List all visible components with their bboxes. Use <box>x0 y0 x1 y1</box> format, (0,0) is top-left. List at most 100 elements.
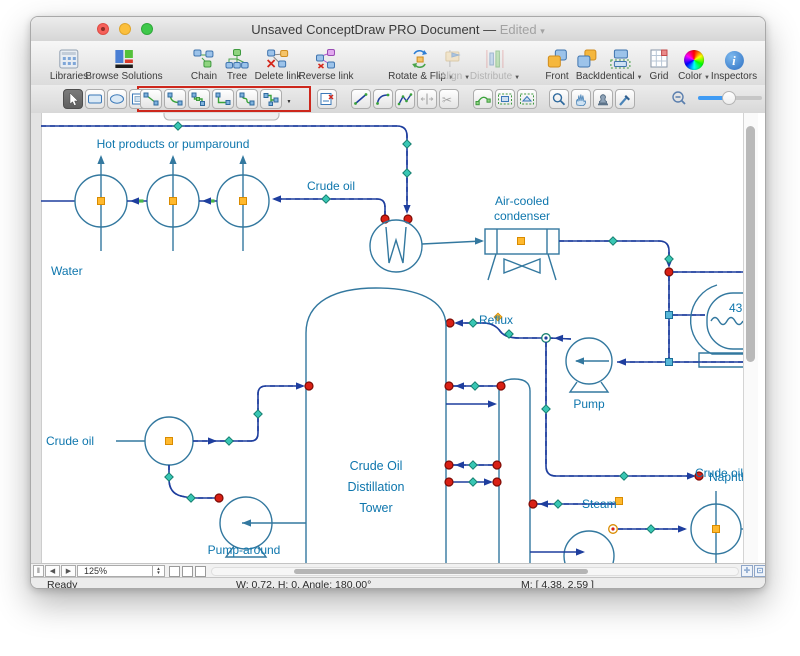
connector-tower-stripper-3[interactable] <box>444 460 502 470</box>
arc-tool[interactable] <box>373 89 393 109</box>
rectangle-tool[interactable] <box>85 89 105 109</box>
connector-naphtha[interactable] <box>541 341 704 481</box>
label-crude-oil-left[interactable]: Crude oil <box>46 434 94 448</box>
chain-button[interactable]: Chain <box>191 44 217 82</box>
shape-pump-right[interactable] <box>565 337 613 393</box>
prev-page-button[interactable]: ◀ <box>45 565 60 577</box>
connector-direct-tool[interactable] <box>140 89 162 109</box>
shape-distillation-tower[interactable] <box>305 287 447 563</box>
shape-air-cooled-condenser[interactable] <box>484 228 560 281</box>
lasso-reshape-tool[interactable] <box>517 89 537 109</box>
zoom-stepper[interactable]: ▲▼ <box>152 566 164 576</box>
connector-tower-stripper-2[interactable] <box>446 400 497 408</box>
front-button[interactable]: Front <box>545 44 569 82</box>
zoom-level-control[interactable]: 125% ▲▼ <box>77 565 165 577</box>
label-naphtha[interactable]: Naphtha <box>709 470 743 484</box>
grid-button[interactable]: Grid <box>648 44 670 82</box>
polyline-tool[interactable] <box>395 89 415 109</box>
label-tower-line3[interactable]: Tower <box>359 501 392 515</box>
drawing-canvas[interactable]: Crude oil <box>31 113 765 563</box>
label-drum-value[interactable]: 43 <box>729 301 743 315</box>
connector-reflux[interactable] <box>445 312 572 343</box>
reverse-link-button[interactable]: Reverse link <box>298 44 354 82</box>
label-tower-line2[interactable]: Distillation <box>348 480 405 494</box>
vertical-scrollbar-thumb[interactable] <box>746 126 755 362</box>
endpoint-orange-ring[interactable] <box>608 524 618 534</box>
shape-pump-around[interactable] <box>219 496 306 558</box>
disconnect-tool[interactable] <box>317 89 337 109</box>
connector-drum-vertical[interactable] <box>665 275 706 366</box>
group-reshape-tool[interactable] <box>495 89 515 109</box>
libraries-button[interactable]: Libraries <box>50 44 88 82</box>
label-crude-oil-right[interactable]: Crude oil <box>695 466 743 480</box>
title-bar[interactable]: Unsaved ConceptDraw PRO Document — Edite… <box>31 17 765 42</box>
label-tower-line1[interactable]: Crude Oil <box>350 459 403 473</box>
connector-tools-dropdown[interactable]: ▼ <box>286 99 292 105</box>
connector-crude-oil-top[interactable] <box>272 194 390 224</box>
page-tab-1[interactable] <box>169 565 180 577</box>
rotate-flip-button[interactable]: Rotate & Flip▼ <box>388 44 454 82</box>
pane-splitter-handle[interactable]: ‖ <box>33 565 44 577</box>
ellipse-tool[interactable] <box>107 89 127 109</box>
title-chevron-icon[interactable]: ▾ <box>540 26 545 36</box>
shape-exchanger-trio[interactable] <box>41 155 270 251</box>
delete-link-button[interactable]: Delete link <box>255 44 301 82</box>
reshape-tool[interactable] <box>473 89 493 109</box>
zoom-window-icon[interactable]: ⊡ <box>754 565 765 577</box>
stamp-tool[interactable] <box>593 89 613 109</box>
eyedropper-tool[interactable] <box>615 89 635 109</box>
zoom-out-icon[interactable] <box>671 90 689 113</box>
identical-button[interactable]: Identical▼ <box>597 44 643 82</box>
connector-feed-to-tower[interactable] <box>192 381 314 446</box>
align-button[interactable]: Align▼ <box>440 44 470 82</box>
connector-steam[interactable] <box>528 497 623 509</box>
next-page-button[interactable]: ▶ <box>61 565 76 577</box>
pan-window-icon[interactable]: ✛ <box>741 565 753 577</box>
label-water[interactable]: Water <box>51 264 83 278</box>
connector-arc-tool[interactable] <box>164 89 186 109</box>
shape-bottom-pump[interactable] <box>530 530 615 563</box>
close-button[interactable] <box>97 23 109 35</box>
shape-crude-feed-node[interactable] <box>116 416 194 466</box>
scissors-tool[interactable]: ✂ <box>439 89 459 109</box>
page-tab-2[interactable] <box>182 565 193 577</box>
back-button[interactable]: Back <box>576 44 598 82</box>
connector-elbow-tool[interactable] <box>212 89 234 109</box>
offscreen-shape-top[interactable] <box>163 113 280 121</box>
inspectors-button[interactable]: i Inspectors <box>711 44 757 82</box>
label-pump-around[interactable]: Pump-around <box>208 543 281 557</box>
color-button[interactable]: Color▼ <box>678 44 710 82</box>
connector-feed-to-pumparound[interactable] <box>164 464 224 503</box>
connector-bottoms-out[interactable] <box>608 524 687 534</box>
connector-tower-stripper-4[interactable] <box>444 477 502 487</box>
select-tool[interactable] <box>63 89 83 109</box>
connector-drum-to-pump[interactable] <box>616 358 743 366</box>
vertical-scrollbar[interactable] <box>743 113 758 563</box>
line-tool[interactable] <box>351 89 371 109</box>
connector-condenser-outlet[interactable] <box>558 236 674 277</box>
horizontal-scrollbar[interactable] <box>211 566 739 576</box>
connector-tree-tool[interactable] <box>260 89 282 109</box>
page-tab-3[interactable] <box>195 565 206 577</box>
connector-top-main[interactable] <box>41 121 413 224</box>
label-condenser-line1[interactable]: Air-cooled <box>495 194 549 208</box>
split-tool[interactable] <box>417 89 437 109</box>
browse-solutions-button[interactable]: Browse Solutions <box>85 44 163 82</box>
label-reflux[interactable]: Reflux <box>479 313 513 327</box>
zoom-slider[interactable] <box>698 91 762 105</box>
shape-reflux-drum[interactable] <box>689 284 743 368</box>
label-crude-oil-top[interactable]: Crude oil <box>307 179 355 193</box>
connector-curve-tool[interactable] <box>236 89 258 109</box>
diagram-svg[interactable]: Crude oil <box>41 113 743 563</box>
shape-side-stripper[interactable] <box>498 378 531 563</box>
zoom-tool[interactable] <box>549 89 569 109</box>
horizontal-scrollbar-thumb[interactable] <box>294 568 588 574</box>
zoom-window-button[interactable] <box>141 23 153 35</box>
label-condenser-line2[interactable]: condenser <box>494 209 550 223</box>
label-pump[interactable]: Pump <box>573 397 605 411</box>
distribute-button[interactable]: Distribute▼ <box>470 44 520 82</box>
pan-tool[interactable] <box>571 89 591 109</box>
shape-heat-exchanger[interactable] <box>369 219 484 273</box>
zoom-slider-thumb[interactable] <box>722 91 736 105</box>
connector-smart-tool[interactable] <box>188 89 210 109</box>
